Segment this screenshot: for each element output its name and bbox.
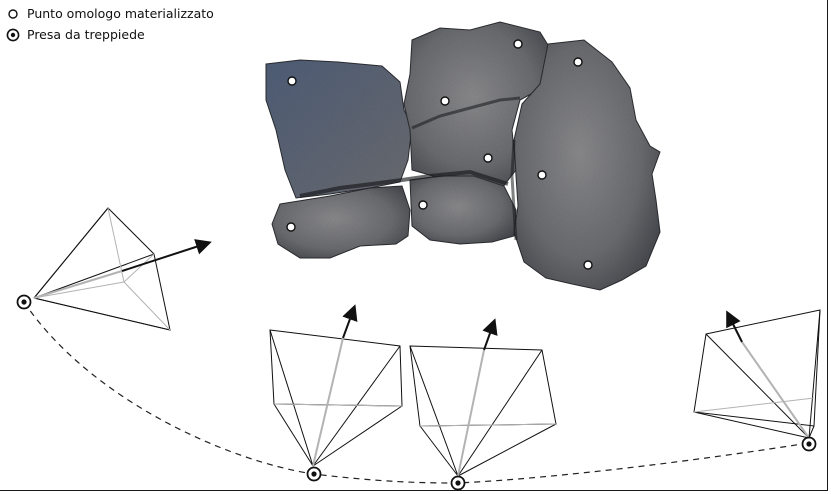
homologous-point [584, 261, 592, 269]
homologous-point [419, 201, 427, 209]
rock-block-center-lower [410, 176, 516, 244]
homologous-point [287, 223, 295, 231]
homologous-point [441, 97, 449, 105]
tripod-station-marker [452, 477, 465, 490]
homologous-point [574, 58, 582, 66]
homologous-point [538, 171, 546, 179]
tripod-station-marker [18, 296, 31, 309]
rock-block-left-lower [272, 186, 410, 258]
camera-frustum-3 [410, 322, 556, 476]
tripod-station-marker [308, 468, 321, 481]
homologous-point [514, 40, 522, 48]
camera-trajectory-path [24, 302, 809, 483]
tripod-stations [18, 296, 816, 490]
camera-frustum-1 [34, 208, 208, 330]
camera-frustum-4 [694, 310, 820, 438]
tripod-station-marker [803, 438, 816, 451]
rock-specimen [266, 22, 660, 290]
homologous-point [288, 77, 296, 85]
camera-frustum-2 [270, 308, 402, 466]
homologous-point [484, 154, 492, 162]
